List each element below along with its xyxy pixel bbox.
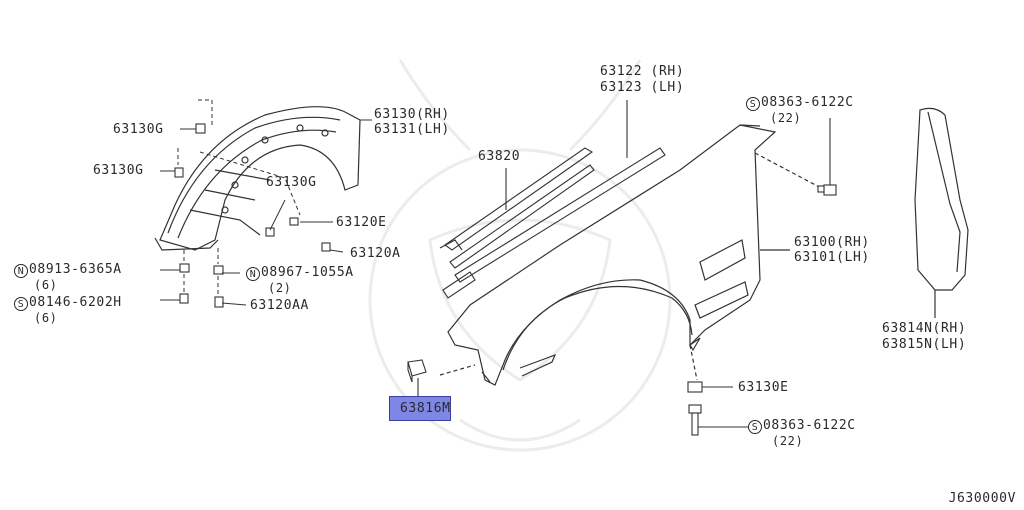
label-63131-lh[interactable]: 63131(LH) <box>374 122 450 137</box>
label-63130g-top[interactable]: 63130G <box>113 122 164 137</box>
n-symbol-icon: N <box>14 264 28 278</box>
label-63814n-rh[interactable]: 63814N(RH) <box>882 321 967 336</box>
label-63130g-inner[interactable]: 63130G <box>266 175 317 190</box>
fender-top-bolt <box>817 118 837 196</box>
label-63100-rh[interactable]: 63100(RH) <box>794 235 870 250</box>
label-08363-bottom-qty: (22) <box>772 434 804 448</box>
highlighted-part-box[interactable] <box>389 396 451 421</box>
s-symbol-icon: S <box>14 297 28 311</box>
diagram-code: J630000V <box>948 491 1016 506</box>
inner-fender-liner <box>154 106 361 251</box>
label-63130g-mid[interactable]: 63130G <box>93 163 144 178</box>
mud-guard-63814n <box>914 107 969 318</box>
s-symbol-icon: S <box>746 97 760 111</box>
n-symbol-icon: N <box>246 267 260 281</box>
label-63123-lh[interactable]: 63123 (LH) <box>600 80 685 95</box>
fender-seal-strips <box>439 100 666 299</box>
inner-fender-leaders <box>160 99 372 306</box>
label-08913-qty: (6) <box>34 278 58 292</box>
label-63816m[interactable]: 63816M <box>400 401 451 416</box>
front-fender-panel <box>439 124 826 386</box>
label-08967-qty: (2) <box>268 281 292 295</box>
label-08363-top-qty: (22) <box>770 111 802 125</box>
clip-63816m <box>407 359 427 397</box>
label-63130-rh[interactable]: 63130(RH) <box>374 107 450 122</box>
s-symbol-icon: S <box>748 420 762 434</box>
label-63120aa[interactable]: 63120AA <box>250 298 309 313</box>
label-63101-lh[interactable]: 63101(LH) <box>794 250 870 265</box>
label-63120e[interactable]: 63120E <box>336 215 387 230</box>
label-63120a[interactable]: 63120A <box>350 246 401 261</box>
label-63130e[interactable]: 63130E <box>738 380 789 395</box>
fender-bottom-fasteners <box>687 381 748 436</box>
label-63122-rh[interactable]: 63122 (RH) <box>600 64 685 79</box>
label-63815n-lh[interactable]: 63815N(LH) <box>882 337 967 352</box>
label-63820[interactable]: 63820 <box>478 149 521 164</box>
label-08146-qty: (6) <box>34 311 58 325</box>
